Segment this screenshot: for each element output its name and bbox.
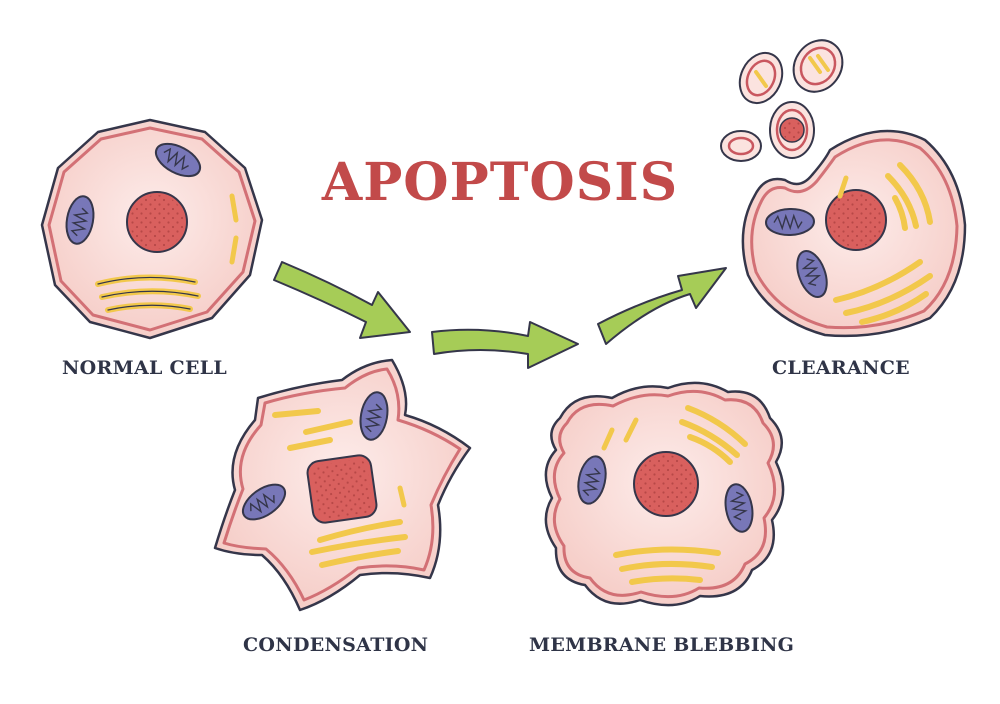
clearance-cell [741,129,967,338]
apoptotic-body [792,39,844,93]
vesicle [229,193,239,265]
mitochondrion [241,483,287,521]
normal-cell [40,118,264,340]
nucleus [633,451,699,517]
golgi-apparatus [601,405,748,585]
golgi-apparatus [272,408,408,568]
arrow-condensation-to-blebbing [431,321,579,369]
apoptotic-body [769,101,815,159]
label-clearance: CLEARANCE [772,357,910,379]
nucleus [825,189,887,251]
nucleus [126,191,188,253]
golgi-apparatus [95,274,201,313]
apoptotic-bodies [720,39,844,162]
label-membrane-blebbing: MEMBRANE BLEBBING [529,634,795,656]
label-condensation: CONDENSATION [243,634,429,656]
mitochondrion [359,391,389,441]
blebbing-cell [544,381,785,607]
condensed-nucleus [306,454,378,524]
label-normal-cell: NORMAL CELL [62,357,228,379]
mitochondrion [154,142,202,178]
apoptotic-body [738,51,784,105]
mitochondrion [796,250,828,298]
apoptotic-body [720,130,762,162]
condensation-cell [213,358,472,612]
mitochondrion [765,207,815,237]
arrow-blebbing-to-clearance [597,267,727,345]
mitochondrion [577,455,607,505]
arrow-normal-to-condensation [273,261,411,339]
diagram-title: APOPTOSIS [321,152,679,213]
mitochondrion [724,483,754,533]
golgi-apparatus [833,162,933,325]
